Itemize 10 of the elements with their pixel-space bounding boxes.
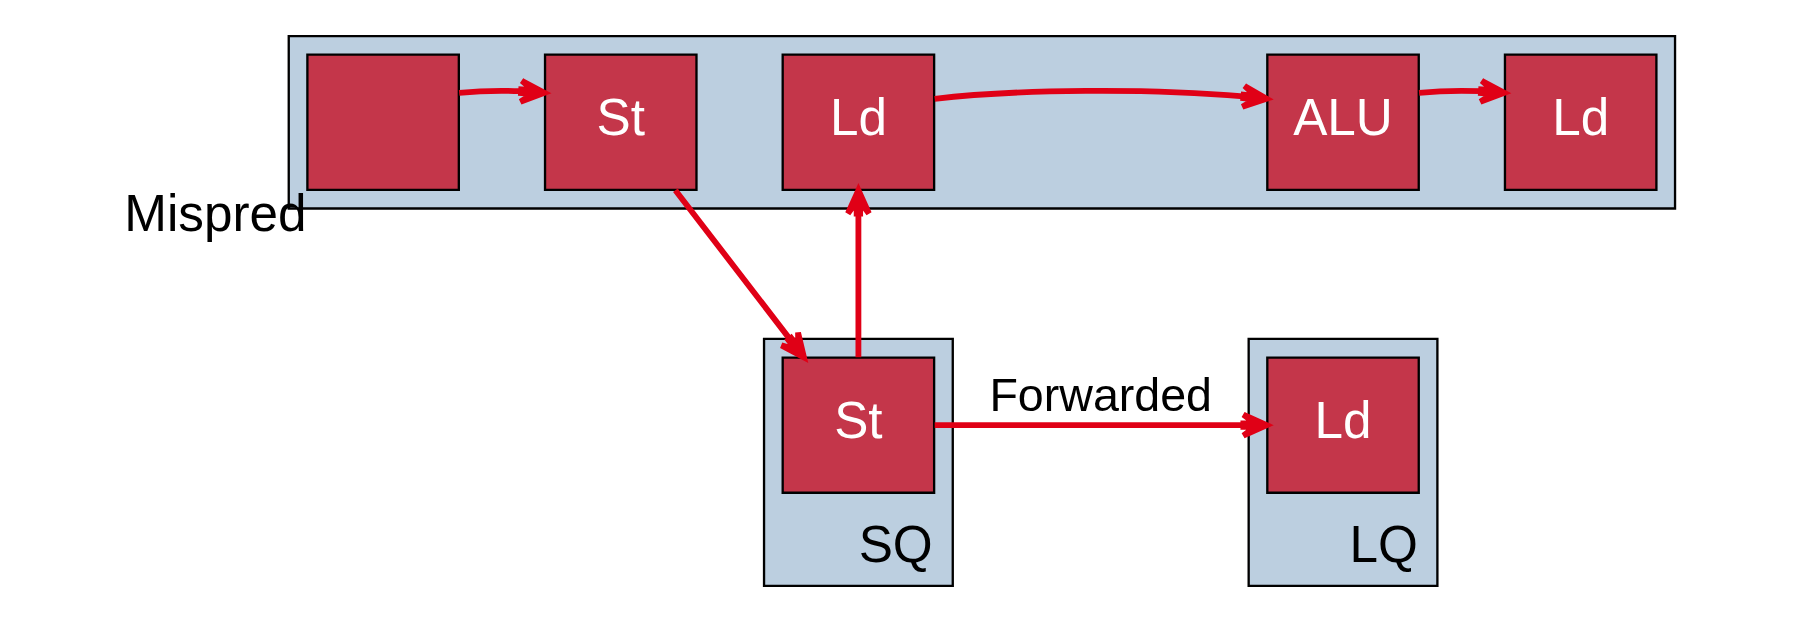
node-box: St (543, 53, 698, 191)
node-box: Ld (1265, 356, 1420, 494)
node-box: St (781, 356, 935, 494)
edge-label: Forwarded (988, 369, 1212, 422)
arrow (672, 188, 807, 361)
node-box (305, 53, 460, 191)
node-label: Mispred (123, 184, 306, 242)
node-box: Ld (781, 53, 935, 191)
node-box: Ld (1503, 53, 1658, 191)
node-box: ALU (1265, 53, 1420, 191)
